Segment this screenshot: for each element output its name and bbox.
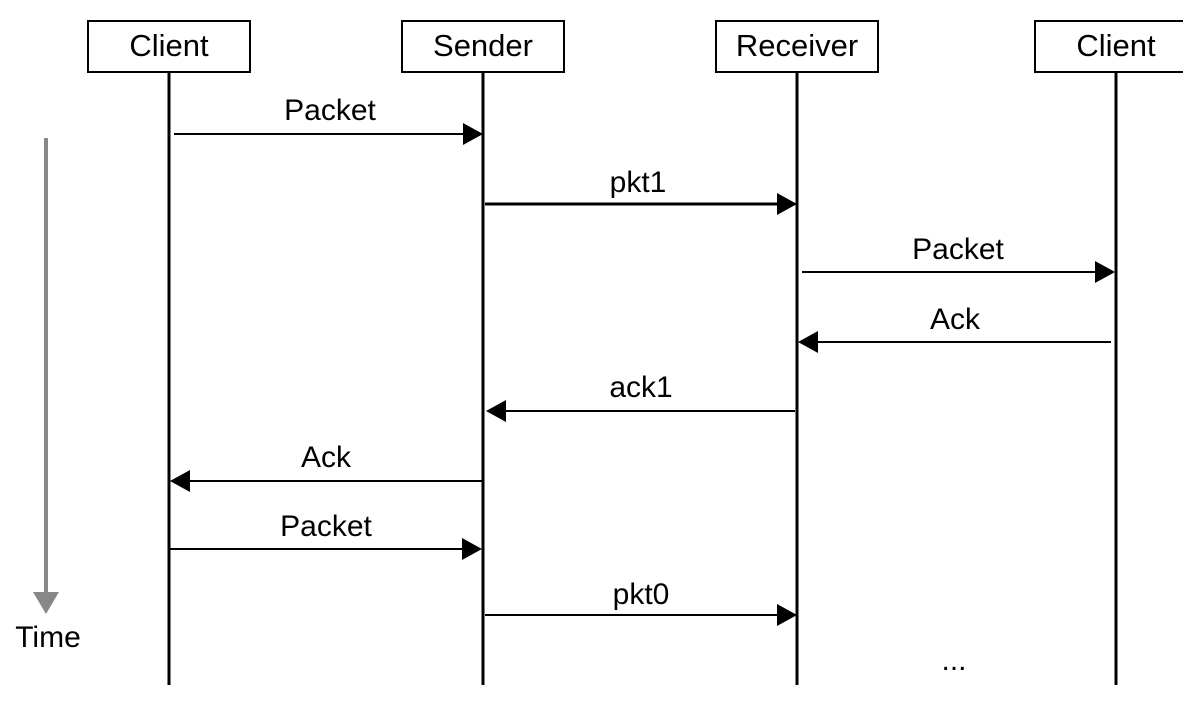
message-label: Packet bbox=[912, 233, 1004, 266]
message-label: Packet bbox=[280, 510, 372, 543]
time-axis: Time bbox=[15, 138, 81, 654]
message-label: ack1 bbox=[609, 371, 672, 404]
message-label: Packet bbox=[284, 94, 376, 127]
arrowhead-right-icon bbox=[1095, 261, 1115, 283]
arrowhead-right-icon bbox=[777, 193, 797, 215]
participant-label: Receiver bbox=[736, 28, 858, 63]
message-packet-3: Packet bbox=[170, 510, 482, 560]
participant-client-left: Client bbox=[87, 20, 251, 73]
participant-label: Client bbox=[1076, 28, 1156, 63]
continuation-ellipsis: ... bbox=[941, 644, 966, 677]
participant-label: Client bbox=[129, 28, 209, 63]
message-ack-1: Ack bbox=[798, 303, 1111, 353]
arrowhead-right-icon bbox=[462, 538, 482, 560]
arrow-down-icon bbox=[33, 592, 59, 614]
message-label: Ack bbox=[301, 441, 352, 474]
participant-label: Sender bbox=[433, 28, 533, 63]
message-label: pkt0 bbox=[613, 578, 670, 611]
message-packet-2: Packet bbox=[802, 233, 1115, 283]
time-label: Time bbox=[15, 621, 81, 654]
message-label: Ack bbox=[930, 303, 981, 336]
message-packet-1: Packet bbox=[174, 94, 483, 145]
message-label: pkt1 bbox=[610, 166, 667, 199]
message-ack-2: Ack bbox=[170, 441, 482, 492]
arrowhead-left-icon bbox=[170, 470, 190, 492]
message-pkt0: pkt0 bbox=[485, 578, 797, 626]
participant-receiver: Receiver bbox=[715, 20, 879, 73]
participant-sender: Sender bbox=[401, 20, 565, 73]
arrowhead-right-icon bbox=[463, 123, 483, 145]
message-pkt1: pkt1 bbox=[485, 166, 797, 215]
arrowhead-right-icon bbox=[777, 604, 797, 626]
arrowhead-left-icon bbox=[798, 331, 818, 353]
arrowhead-left-icon bbox=[486, 400, 506, 422]
message-ack1: ack1 bbox=[486, 371, 795, 422]
participant-client-right: Client bbox=[1034, 20, 1183, 73]
